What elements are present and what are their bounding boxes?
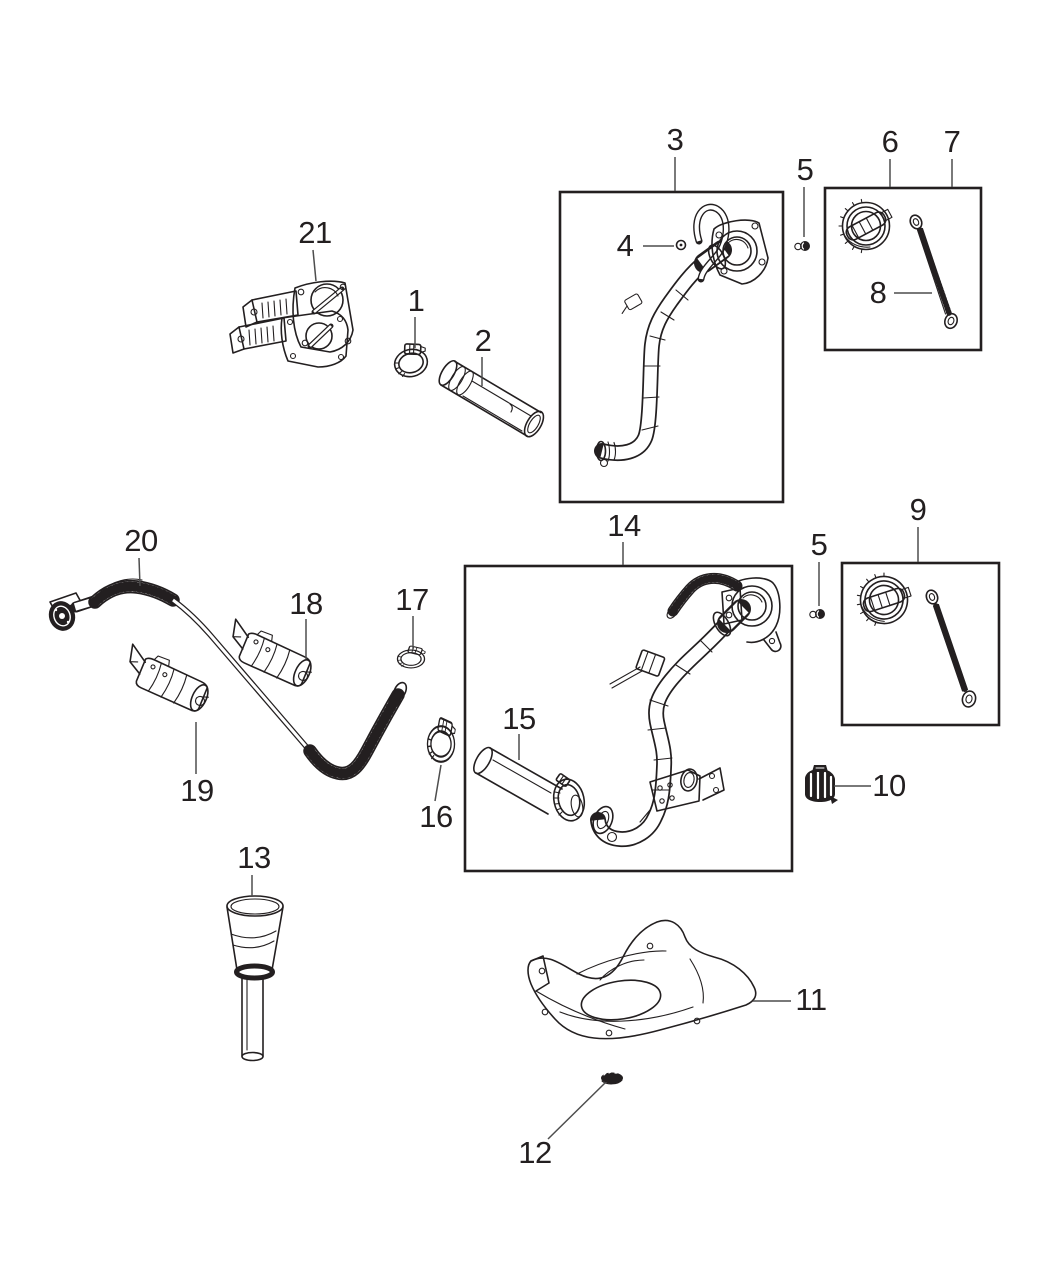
- leader-line-20: [138, 557, 141, 587]
- part-10-retainer-clamp-drawing: [805, 765, 838, 804]
- leader-line-12: [547, 1082, 606, 1140]
- callout-4: 4: [616, 228, 634, 263]
- group-box-filler-tube-lower: [463, 564, 794, 873]
- callout-16: 16: [419, 799, 453, 834]
- part-3-filler-tube-drawing: [594, 203, 769, 468]
- part-18-retainer-clip-drawing: [219, 617, 320, 692]
- callout-10: 10: [872, 768, 906, 803]
- callout-5b: 5: [810, 527, 828, 562]
- callout-8: 8: [869, 275, 887, 310]
- callout-21: 21: [298, 215, 332, 250]
- group-box-cap-kit-upper: [823, 186, 983, 352]
- part-5-nut-drawing-upper: [794, 240, 811, 252]
- leader-lines: [138, 157, 953, 1140]
- part-17-hose-clamp-drawing: [396, 645, 427, 669]
- group-boxes: [463, 186, 1001, 873]
- part-6-fuel-cap-drawing: [838, 198, 894, 254]
- leader-line-21: [312, 249, 317, 282]
- part-1-hose-clamp-drawing: [389, 338, 433, 381]
- part-2-filler-hose-drawing: [438, 359, 545, 438]
- part-21-mounting-bracket-drawing: [229, 280, 354, 368]
- group-box-cap-kit-lower: [840, 561, 1001, 727]
- part-8-cap-tether-drawing: [909, 214, 958, 330]
- part-12-grommet-drawing: [601, 1071, 623, 1085]
- part-16-hose-clamp-drawing: [426, 716, 458, 763]
- callout-19: 19: [180, 773, 214, 808]
- callout-1: 1: [407, 283, 425, 318]
- part-20-vent-hose-drawing: [48, 578, 408, 781]
- callout-18: 18: [289, 586, 323, 621]
- callout-13: 13: [237, 840, 271, 875]
- callout-12: 12: [518, 1135, 552, 1170]
- callout-11: 11: [795, 982, 827, 1017]
- part-11-fuel-tank-shield-drawing: [527, 919, 757, 1040]
- callout-3: 3: [666, 122, 684, 157]
- callout-7: 7: [943, 124, 961, 159]
- part-9-fuel-cap-kit-drawing: [851, 568, 977, 708]
- part-13-filler-funnel-drawing: [226, 895, 284, 1062]
- callout-2: 2: [474, 323, 492, 358]
- callout-6: 6: [881, 124, 899, 159]
- leader-line-16: [434, 764, 442, 802]
- callout-15: 15: [502, 701, 536, 736]
- callout-20: 20: [124, 523, 158, 558]
- part-4-screw-drawing: [675, 239, 687, 251]
- callout-17: 17: [395, 582, 429, 617]
- callout-14: 14: [607, 508, 641, 543]
- callout-9: 9: [909, 492, 927, 527]
- part-14-filler-tube-drawing: [590, 573, 782, 848]
- part-5-nut-drawing-lower: [809, 608, 826, 620]
- callout-5a: 5: [796, 152, 814, 187]
- part-15-filler-hose-drawing: [473, 746, 586, 822]
- group-box-filler-tube-upper: [558, 190, 785, 504]
- part-19-retainer-clip-drawing: [116, 642, 217, 717]
